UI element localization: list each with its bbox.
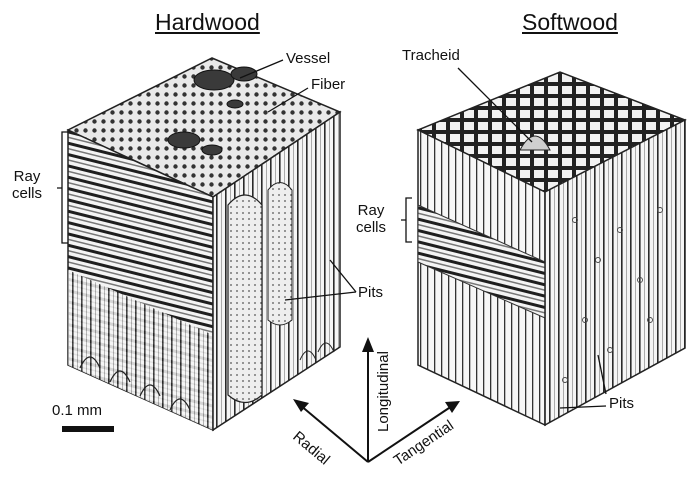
orientation-axes — [293, 337, 460, 463]
tracheid-leader — [457, 67, 533, 143]
hardwood-pits-leader-2 — [329, 259, 357, 293]
ray-cells-line-1: Ray — [13, 168, 41, 185]
hardwood-block — [66, 57, 342, 432]
hardwood-ray-bracket — [57, 131, 68, 244]
softwood-title: Softwood — [522, 9, 618, 35]
softwood-right-face — [544, 118, 686, 427]
hardwood-pits-label: Pits — [358, 284, 384, 301]
vessel-leader — [239, 59, 284, 79]
scale-bar — [62, 426, 114, 432]
vessel-label: Vessel — [286, 50, 331, 67]
softwood-ray-cells-label: Ray cells — [356, 202, 386, 236]
hardwood-ray-cells-label: Ray cells — [12, 168, 42, 202]
ray-cells-line-2: cells — [356, 219, 387, 236]
axis-label-radial: Radial — [289, 428, 333, 468]
softwood-block — [416, 71, 687, 427]
annotation-lines — [57, 59, 607, 409]
scale-bar-label: 0.1 mm — [52, 402, 103, 419]
vessel-pore — [167, 131, 201, 149]
vessel-pore — [226, 99, 244, 109]
softwood-pits-label: Pits — [609, 395, 635, 412]
vessel-pore — [230, 66, 258, 82]
fiber-leader — [267, 87, 309, 113]
ray-cells-line-1: Ray — [357, 202, 385, 219]
fiber-label: Fiber — [311, 76, 346, 93]
hardwood-title: Hardwood — [155, 9, 260, 35]
axis-label-longitudinal: Longitudinal — [375, 351, 392, 432]
softwood-pits-leader-1 — [597, 354, 607, 395]
softwood-pits-leader-2 — [559, 405, 607, 409]
vessel-pore — [201, 144, 223, 156]
vessel-pore — [193, 69, 235, 91]
ray-cells-line-2: cells — [12, 185, 43, 202]
softwood-ray-bracket — [401, 197, 412, 243]
tracheid-label: Tracheid — [402, 47, 460, 64]
vessel-element — [227, 194, 263, 404]
hardwood-pits-leader-1 — [284, 291, 357, 301]
